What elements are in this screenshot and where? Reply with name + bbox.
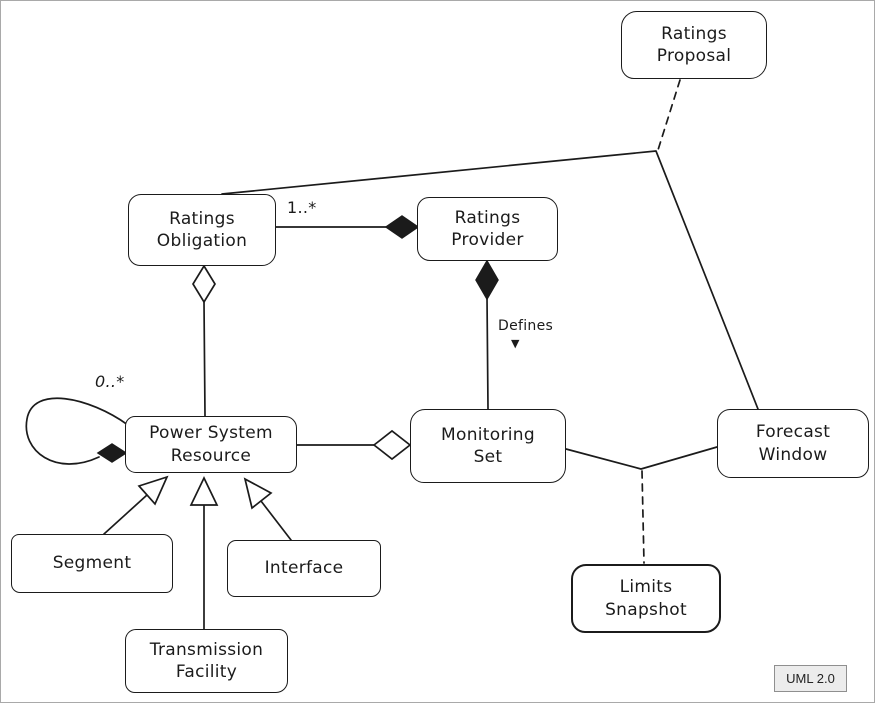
open-triangle-icon xyxy=(137,475,169,506)
edge-ratings-proposal-dashed-link xyxy=(657,79,681,151)
defines-direction-icon: ▼ xyxy=(511,337,520,350)
edge-segment-psr-generalization xyxy=(103,475,169,535)
node-interface[interactable]: Interface xyxy=(227,540,381,597)
node-power-system-resource[interactable]: Power System Resource xyxy=(125,416,297,473)
edge-interface-psr-generalization xyxy=(243,477,292,541)
node-transmission-facility-label: Transmission Facility xyxy=(149,639,264,682)
edge-obligation-psr-aggregation xyxy=(192,264,216,417)
edge-obligation-forecast-association xyxy=(221,150,759,410)
node-forecast-window[interactable]: Forecast Window xyxy=(717,409,869,478)
open-diamond-icon xyxy=(372,429,412,461)
defines-label: Defines xyxy=(498,318,554,334)
uml-version-badge: UML 2.0 xyxy=(774,665,847,692)
filled-diamond-icon xyxy=(475,259,499,301)
node-segment-label: Segment xyxy=(52,553,132,574)
open-triangle-icon xyxy=(243,477,273,510)
multiplicity-label-obligation-provider: 1..* xyxy=(287,198,317,217)
node-ratings-provider-label: Ratings Provider xyxy=(451,207,524,250)
node-segment[interactable]: Segment xyxy=(11,534,173,593)
edge-psr-self-composition xyxy=(25,397,129,465)
node-limits-snapshot-label: Limits Snapshot xyxy=(605,577,687,620)
filled-diamond-icon xyxy=(384,215,420,239)
node-ratings-provider[interactable]: Ratings Provider xyxy=(417,197,558,261)
node-monitoring-set[interactable]: Monitoring Set xyxy=(410,409,566,483)
node-ratings-proposal[interactable]: Ratings Proposal xyxy=(621,11,767,79)
edge-obligation-provider-composition xyxy=(275,215,420,239)
node-forecast-window-label: Forecast Window xyxy=(755,422,831,465)
edge-monitoringset-forecast-association xyxy=(565,446,718,470)
node-ratings-obligation-label: Ratings Obligation xyxy=(156,208,248,251)
node-power-system-resource-label: Power System Resource xyxy=(149,423,273,466)
open-diamond-icon xyxy=(192,264,216,304)
edge-limits-snapshot-dashed-link xyxy=(641,470,645,564)
edge-psr-monitoringset-aggregation xyxy=(296,429,412,461)
uml-version-badge-label: UML 2.0 xyxy=(786,671,835,686)
edge-transmission-psr-generalization xyxy=(189,476,219,630)
multiplicity-label-psr-self: 0..* xyxy=(95,372,125,391)
node-ratings-proposal-label: Ratings Proposal xyxy=(656,23,732,66)
node-interface-label: Interface xyxy=(264,558,344,579)
open-triangle-icon xyxy=(189,476,219,506)
filled-diamond-icon xyxy=(96,443,128,463)
edge-provider-monitoringset-composition xyxy=(475,259,499,410)
node-transmission-facility[interactable]: Transmission Facility xyxy=(125,629,288,693)
node-limits-snapshot[interactable]: Limits Snapshot xyxy=(571,564,721,633)
node-monitoring-set-label: Monitoring Set xyxy=(441,424,535,467)
node-ratings-obligation[interactable]: Ratings Obligation xyxy=(128,194,276,266)
